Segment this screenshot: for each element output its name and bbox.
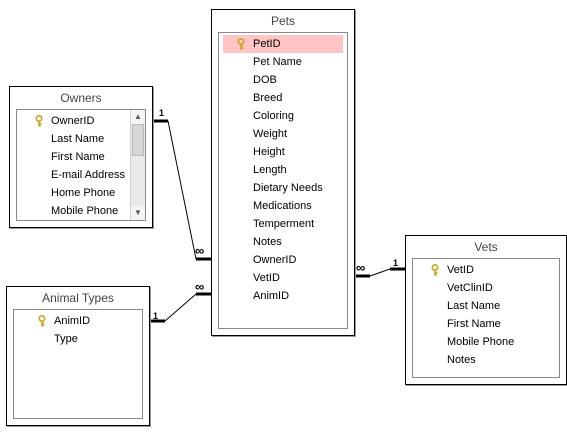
field-item[interactable]: DOB xyxy=(219,71,347,89)
field-name: OwnerID xyxy=(51,115,95,127)
field-item[interactable]: OwnerID xyxy=(17,112,131,130)
field-item[interactable]: Length xyxy=(219,161,347,179)
field-item[interactable]: VetID xyxy=(219,269,347,287)
field-name: Coloring xyxy=(253,110,294,122)
field-item[interactable]: VetClinID xyxy=(413,279,559,297)
field-name: VetID xyxy=(253,272,280,284)
animal-types-table-title[interactable]: Animal Types xyxy=(42,291,114,305)
field-name: Temperment xyxy=(253,218,315,230)
field-item[interactable]: First Name xyxy=(17,148,131,166)
key-icon xyxy=(38,315,46,327)
field-item[interactable]: Dietary Needs xyxy=(219,179,347,197)
field-name: VetClinID xyxy=(447,282,493,294)
field-name: Pet Name xyxy=(253,56,302,68)
field-item[interactable]: Notes xyxy=(413,351,559,369)
scroll-up-icon[interactable]: ▲ xyxy=(131,110,145,124)
animal-types-pets-relationship[interactable] xyxy=(164,293,197,322)
field-item[interactable]: Medications xyxy=(219,197,347,215)
field-name: Mobile Phone xyxy=(447,336,515,348)
field-item[interactable]: AnimID xyxy=(14,312,142,330)
pets-table-title[interactable]: Pets xyxy=(270,14,295,28)
field-name: Length xyxy=(253,164,287,176)
owners-one-label: 1 xyxy=(159,108,165,118)
animal-types-field-list[interactable]: AnimID Type xyxy=(13,309,143,419)
field-item[interactable]: Type xyxy=(14,330,142,348)
field-name: Breed xyxy=(253,92,283,104)
field-item[interactable]: Height xyxy=(219,143,347,161)
field-name: Height xyxy=(253,146,285,158)
pets-owner-many-label: ∞ xyxy=(195,243,205,258)
field-name: Mobile Phone xyxy=(51,205,119,217)
field-item[interactable]: Breed xyxy=(219,89,347,107)
field-item[interactable]: Last Name xyxy=(17,130,131,148)
field-item[interactable]: VetID xyxy=(413,261,559,279)
field-item[interactable]: Mobile Phone xyxy=(413,333,559,351)
field-item[interactable]: Weight xyxy=(219,125,347,143)
pets-vets-relationship[interactable] xyxy=(369,268,391,277)
field-item[interactable]: Coloring xyxy=(219,107,347,125)
field-name: First Name xyxy=(51,151,105,163)
field-name: PetID xyxy=(253,38,281,50)
field-item[interactable]: Temperment xyxy=(219,215,347,233)
field-name: First Name xyxy=(447,318,501,330)
animal-types-one-label: 1 xyxy=(153,311,159,321)
field-name: OwnerID xyxy=(253,254,297,266)
owners-pets-relationship[interactable] xyxy=(167,120,197,260)
key-icon xyxy=(431,264,439,276)
field-item[interactable]: First Name xyxy=(413,315,559,333)
field-name: DOB xyxy=(253,74,277,86)
key-icon xyxy=(35,115,43,127)
pets-anim-many-label: ∞ xyxy=(195,279,205,294)
field-item[interactable]: PetID xyxy=(223,35,343,53)
field-item[interactable]: Last Name xyxy=(413,297,559,315)
field-item[interactable]: Home Phone xyxy=(17,184,131,202)
field-name: Type xyxy=(54,333,78,345)
animal-types-fields: AnimID Type xyxy=(14,310,142,348)
scrollbar-thumb[interactable] xyxy=(132,124,144,156)
field-name: Dietary Needs xyxy=(253,182,323,194)
pets-vet-many-label: ∞ xyxy=(356,260,366,275)
field-name: Notes xyxy=(253,236,282,248)
scroll-down-icon[interactable]: ▼ xyxy=(131,206,145,220)
field-item[interactable]: AnimID xyxy=(219,287,347,305)
field-name: AnimID xyxy=(54,315,91,327)
field-name: VetID xyxy=(447,264,474,276)
field-name: Weight xyxy=(253,128,288,140)
field-name: Last Name xyxy=(447,300,501,312)
owners-scrollbar[interactable]: ▲ ▼ xyxy=(130,110,145,220)
key-icon xyxy=(237,38,245,50)
field-name: Medications xyxy=(253,200,312,212)
field-item[interactable]: Pet Name xyxy=(219,53,347,71)
vets-one-label: 1 xyxy=(393,258,399,268)
field-item[interactable]: Notes xyxy=(219,233,347,251)
field-item[interactable]: E-mail Address xyxy=(17,166,131,184)
owners-table-title[interactable]: Owners xyxy=(60,91,102,105)
field-name: AnimID xyxy=(253,290,290,302)
field-name: E-mail Address xyxy=(51,169,125,181)
field-name: Last Name xyxy=(51,133,105,145)
vets-table-title[interactable]: Vets xyxy=(474,240,498,254)
field-item[interactable]: OwnerID xyxy=(219,251,347,269)
field-name: Home Phone xyxy=(51,187,116,199)
animal-types-table[interactable]: Animal Types AnimID Type xyxy=(6,286,150,426)
field-name: Notes xyxy=(447,354,476,366)
field-item[interactable]: Mobile Phone xyxy=(17,202,131,220)
